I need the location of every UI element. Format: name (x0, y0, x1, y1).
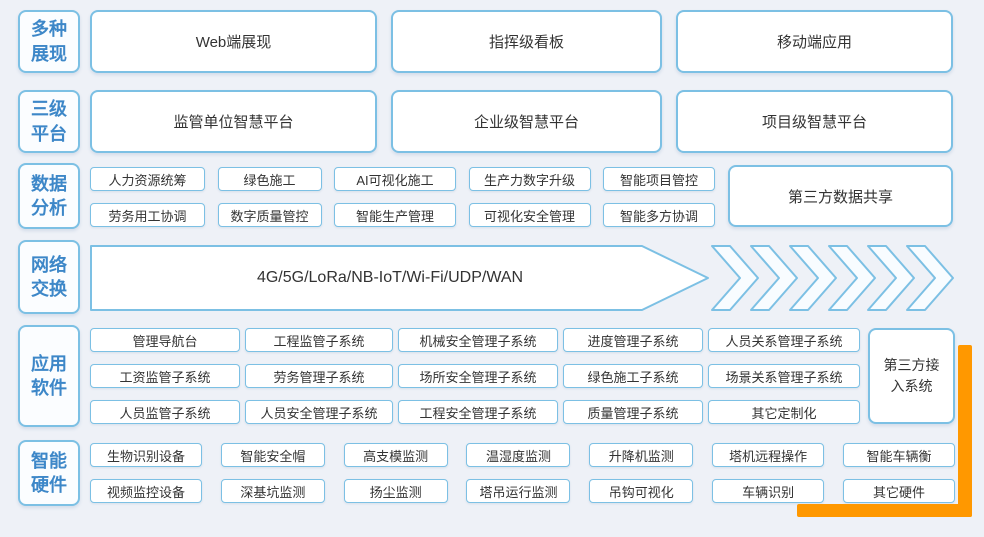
highlight-bracket-vertical (958, 345, 972, 517)
software-box: 人员关系管理子系统 (708, 328, 860, 352)
network-arrow: 4G/5G/LoRa/NB-IoT/Wi-Fi/UDP/WAN (90, 244, 955, 312)
software-box: 工程安全管理子系统 (398, 400, 558, 424)
display-box-command-dashboard: 指挥级看板 (391, 10, 662, 73)
analysis-box: 劳务用工协调 (90, 203, 205, 227)
hardware-row-1: 生物识别设备 智能安全帽 高支模监测 温湿度监测 升降机监测 塔机远程操作 智能… (90, 443, 955, 467)
platform-box-project: 项目级智慧平台 (676, 90, 953, 153)
hardware-box: 高支模监测 (343, 443, 448, 467)
software-row-3: 人员监管子系统 人员安全管理子系统 工程安全管理子系统 质量管理子系统 其它定制… (90, 400, 860, 424)
software-row-2: 工资监管子系统 劳务管理子系统 场所安全管理子系统 绿色施工子系统 场景关系管理… (90, 364, 860, 388)
software-box: 人员安全管理子系统 (245, 400, 393, 424)
chevron-icon (906, 245, 954, 311)
software-box: 机械安全管理子系统 (398, 328, 558, 352)
hardware-box: 温湿度监测 (466, 443, 571, 467)
hardware-box: 视频监控设备 (90, 479, 202, 503)
section-label-software: 应用软件 (18, 325, 80, 427)
section-label-display: 多种展现 (18, 10, 80, 73)
section-label-hardware-text: 智能硬件 (31, 450, 67, 495)
analysis-box: 可视化安全管理 (468, 203, 591, 227)
software-row-1: 管理导航台 工程监管子系统 机械安全管理子系统 进度管理子系统 人员关系管理子系… (90, 328, 860, 352)
network-protocols-label: 4G/5G/LoRa/NB-IoT/Wi-Fi/UDP/WAN (256, 269, 524, 286)
analysis-row-2: 劳务用工协调 数字质量管控 智能生产管理 可视化安全管理 智能多方协调 (90, 203, 715, 227)
software-box: 其它定制化 (708, 400, 860, 424)
platform-row: 监管单位智慧平台 企业级智慧平台 项目级智慧平台 (90, 90, 953, 153)
analysis-third-party-data-box: 第三方数据共享 (728, 165, 953, 227)
display-box-web: Web端展现 (90, 10, 377, 73)
arrow-body-shape (90, 245, 709, 311)
analysis-box: 绿色施工 (217, 167, 322, 191)
analysis-box: 人力资源统筹 (90, 167, 205, 191)
network-arrow-graphic (90, 245, 954, 311)
hardware-box: 吊钩可视化 (589, 479, 694, 503)
analysis-box: 数字质量管控 (217, 203, 322, 227)
platform-box-enterprise: 企业级智慧平台 (391, 90, 662, 153)
chevron-icon (711, 245, 759, 311)
section-label-analysis-text: 数据分析 (31, 173, 67, 218)
chevron-icon (750, 245, 798, 311)
analysis-box: 智能项目管控 (603, 167, 715, 191)
software-box: 绿色施工子系统 (563, 364, 703, 388)
section-label-platform: 三级平台 (18, 90, 80, 153)
software-box: 场所安全管理子系统 (398, 364, 558, 388)
highlight-bracket-horizontal (797, 504, 972, 517)
section-label-platform-text: 三级平台 (31, 99, 67, 144)
hardware-box: 塔机远程操作 (712, 443, 825, 467)
section-label-display-text: 多种展现 (31, 19, 67, 64)
software-box: 管理导航台 (90, 328, 240, 352)
analysis-row-1: 人力资源统筹 绿色施工 AI可视化施工 生产力数字升级 智能项目管控 (90, 167, 715, 191)
display-row: Web端展现 指挥级看板 移动端应用 (90, 10, 953, 73)
software-third-party-access-box: 第三方接入系统 (868, 328, 955, 424)
chevron-icon (867, 245, 915, 311)
section-label-hardware: 智能硬件 (18, 440, 80, 506)
hardware-box: 塔吊运行监测 (466, 479, 571, 503)
analysis-box: AI可视化施工 (334, 167, 456, 191)
hardware-box: 智能安全帽 (220, 443, 325, 467)
platform-box-regulator: 监管单位智慧平台 (90, 90, 377, 153)
hardware-row-2: 视频监控设备 深基坑监测 扬尘监测 塔吊运行监测 吊钩可视化 车辆识别 其它硬件 (90, 479, 955, 503)
section-label-network: 网络交换 (18, 240, 80, 314)
hardware-box: 生物识别设备 (90, 443, 202, 467)
section-label-software-text: 应用软件 (31, 353, 67, 398)
analysis-box: 智能多方协调 (603, 203, 715, 227)
section-label-analysis: 数据分析 (18, 163, 80, 229)
analysis-box: 生产力数字升级 (468, 167, 591, 191)
software-box: 工资监管子系统 (90, 364, 240, 388)
hardware-box: 扬尘监测 (343, 479, 448, 503)
software-box: 质量管理子系统 (563, 400, 703, 424)
display-box-mobile: 移动端应用 (676, 10, 953, 73)
chevron-icon (828, 245, 876, 311)
hardware-box: 智能车辆衡 (842, 443, 955, 467)
software-box: 场景关系管理子系统 (708, 364, 860, 388)
hardware-box: 车辆识别 (712, 479, 825, 503)
hardware-box: 其它硬件 (842, 479, 955, 503)
software-box: 人员监管子系统 (90, 400, 240, 424)
hardware-box: 升降机监测 (589, 443, 694, 467)
software-box: 劳务管理子系统 (245, 364, 393, 388)
software-third-party-access-text: 第三方接入系统 (883, 357, 940, 394)
analysis-box: 智能生产管理 (334, 203, 456, 227)
software-box: 工程监管子系统 (245, 328, 393, 352)
section-label-network-text: 网络交换 (31, 254, 67, 299)
software-box: 进度管理子系统 (563, 328, 703, 352)
hardware-box: 深基坑监测 (220, 479, 325, 503)
chevron-icon (789, 245, 837, 311)
